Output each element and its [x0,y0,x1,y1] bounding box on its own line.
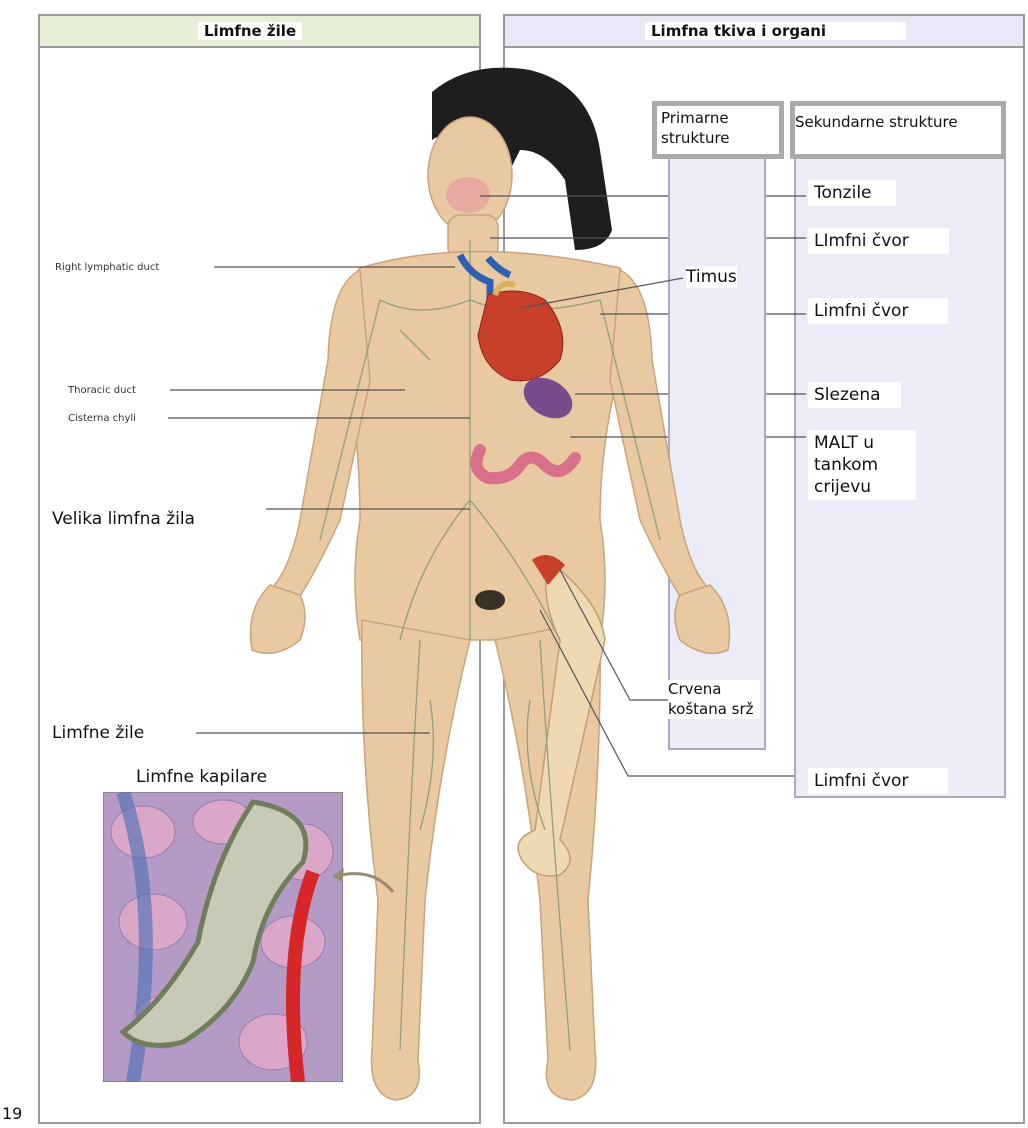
label-thoracic-duct: Thoracic duct [68,384,136,397]
label-spleen: Slezena [808,382,901,408]
label-lymph-vessels: Limfne žile [52,722,144,744]
label-cisterna-chyli: Cisterna chyli [68,412,136,425]
primary-structures-header: Primarne strukture [652,101,784,159]
primary-structures-title: Primarne strukture [661,109,771,148]
label-malt: MALT u tankom crijevu [808,430,916,500]
label-node-armpit: Limfni čvor [808,298,948,324]
label-thymus: Timus [686,266,737,288]
label-right-lymphatic-duct: Right lymphatic duct [55,261,159,274]
label-node-groin: Limfni čvor [808,768,948,794]
label-lymph-capillaries: Limfne kapilare [136,766,267,788]
secondary-structures-header: Sekundarne strukture [790,101,1006,159]
label-red-bone-marrow: Crvena koštana srž [668,680,760,719]
label-tonsils: Tonzile [808,180,896,206]
secondary-structures-title: Sekundarne strukture [795,113,1001,133]
label-great-lymph-vessel: Velika limfna žila [52,508,195,530]
label-node-neck: LImfni čvor [808,228,949,254]
